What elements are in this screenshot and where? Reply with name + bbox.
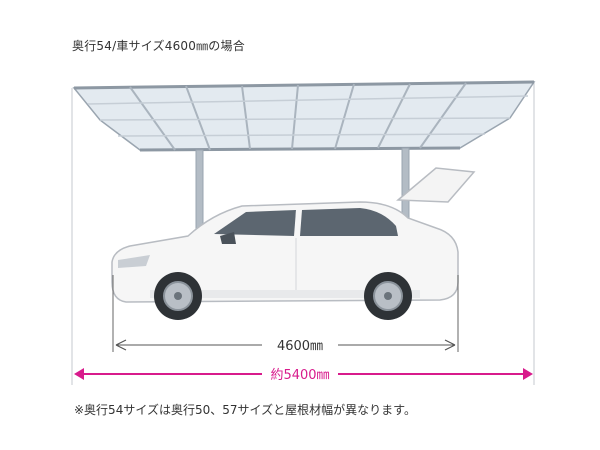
car-length-label: 4600㎜ bbox=[277, 339, 323, 354]
depth-label: 約5400㎜ bbox=[270, 368, 329, 383]
car-headlight bbox=[118, 255, 150, 268]
car-length-dimension: 4600㎜ bbox=[112, 275, 459, 354]
roof-surface bbox=[72, 81, 536, 151]
car-sill bbox=[150, 290, 420, 298]
depth-dim-arrow-right bbox=[523, 368, 533, 380]
depth-dimension: 約5400㎜ bbox=[74, 368, 533, 383]
car-dim-arrow-left bbox=[115, 339, 127, 351]
footnote: ※奥行54サイズは奥行50、57サイズと屋根材幅が異なります。 bbox=[74, 403, 416, 417]
car-illustration bbox=[111, 167, 476, 320]
roof-back-edge bbox=[139, 146, 461, 152]
car-rear-window bbox=[300, 208, 398, 236]
car-dim-arrow-right bbox=[444, 339, 456, 351]
car-window-pillar bbox=[295, 208, 300, 238]
roof-purlins bbox=[87, 95, 529, 137]
diagram-caption: 奥行54/車サイズ4600㎜の場合 bbox=[72, 39, 245, 53]
car-front-wheel bbox=[154, 272, 202, 320]
car-side-mirror bbox=[220, 232, 236, 244]
carport-roof bbox=[72, 80, 536, 152]
car-windshield-window bbox=[214, 210, 296, 236]
roof-rafters bbox=[129, 82, 467, 151]
car-tailgate bbox=[396, 167, 476, 203]
roof-front-edge bbox=[73, 80, 535, 90]
depth-dim-arrow-left bbox=[74, 368, 84, 380]
car-rear-wheel bbox=[364, 272, 412, 320]
